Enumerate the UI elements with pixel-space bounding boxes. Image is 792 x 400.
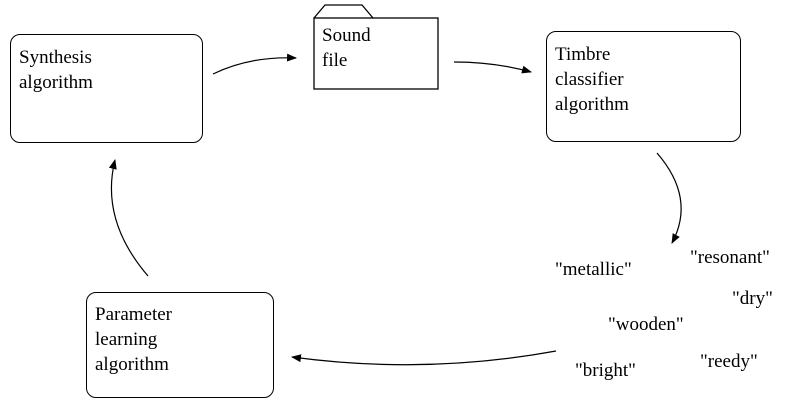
timbre-word-metallic: "metallic" bbox=[555, 259, 632, 280]
timbre-word-dry: "dry" bbox=[732, 288, 773, 309]
classifier-node-line-1: Timbre bbox=[555, 44, 611, 65]
timbre-word-wooden: "wooden" bbox=[608, 314, 684, 335]
parameter-node-line-3: algorithm bbox=[95, 354, 169, 375]
classifier-node-line-2: classifier bbox=[555, 69, 624, 90]
timbre-word-bright: "bright" bbox=[575, 360, 636, 381]
sound-file-node: Sound file bbox=[322, 23, 371, 73]
sound-file-line-1: Sound bbox=[322, 25, 371, 46]
parameter-node-line-1: Parameter bbox=[95, 304, 173, 325]
synthesis-algorithm-node: Synthesis algorithm bbox=[10, 34, 203, 143]
edge-parameter-to-synthesis bbox=[108, 159, 149, 277]
timbre-word-reedy: "reedy" bbox=[700, 351, 758, 372]
synthesis-node-line-2: algorithm bbox=[19, 72, 93, 93]
timbre-word-resonant: "resonant" bbox=[690, 247, 770, 268]
synthesis-node-line-1: Synthesis bbox=[19, 47, 92, 68]
sound-file-folder-body bbox=[313, 17, 439, 90]
edge-classifier-to-words bbox=[656, 152, 682, 244]
parameter-node-line-2: learning bbox=[95, 329, 158, 350]
parameter-learning-node: Parameter learning algorithm bbox=[86, 292, 274, 398]
edge-synthesis-to-soundfile bbox=[212, 53, 297, 75]
classifier-node-line-3: algorithm bbox=[555, 94, 629, 115]
sound-file-line-2: file bbox=[322, 50, 348, 71]
timbre-classifier-node: Timbre classifier algorithm bbox=[546, 31, 741, 142]
edge-soundfile-to-classifier bbox=[453, 61, 532, 74]
edge-words-to-parameter bbox=[291, 350, 557, 366]
sound-file-folder-icon bbox=[313, 4, 374, 19]
